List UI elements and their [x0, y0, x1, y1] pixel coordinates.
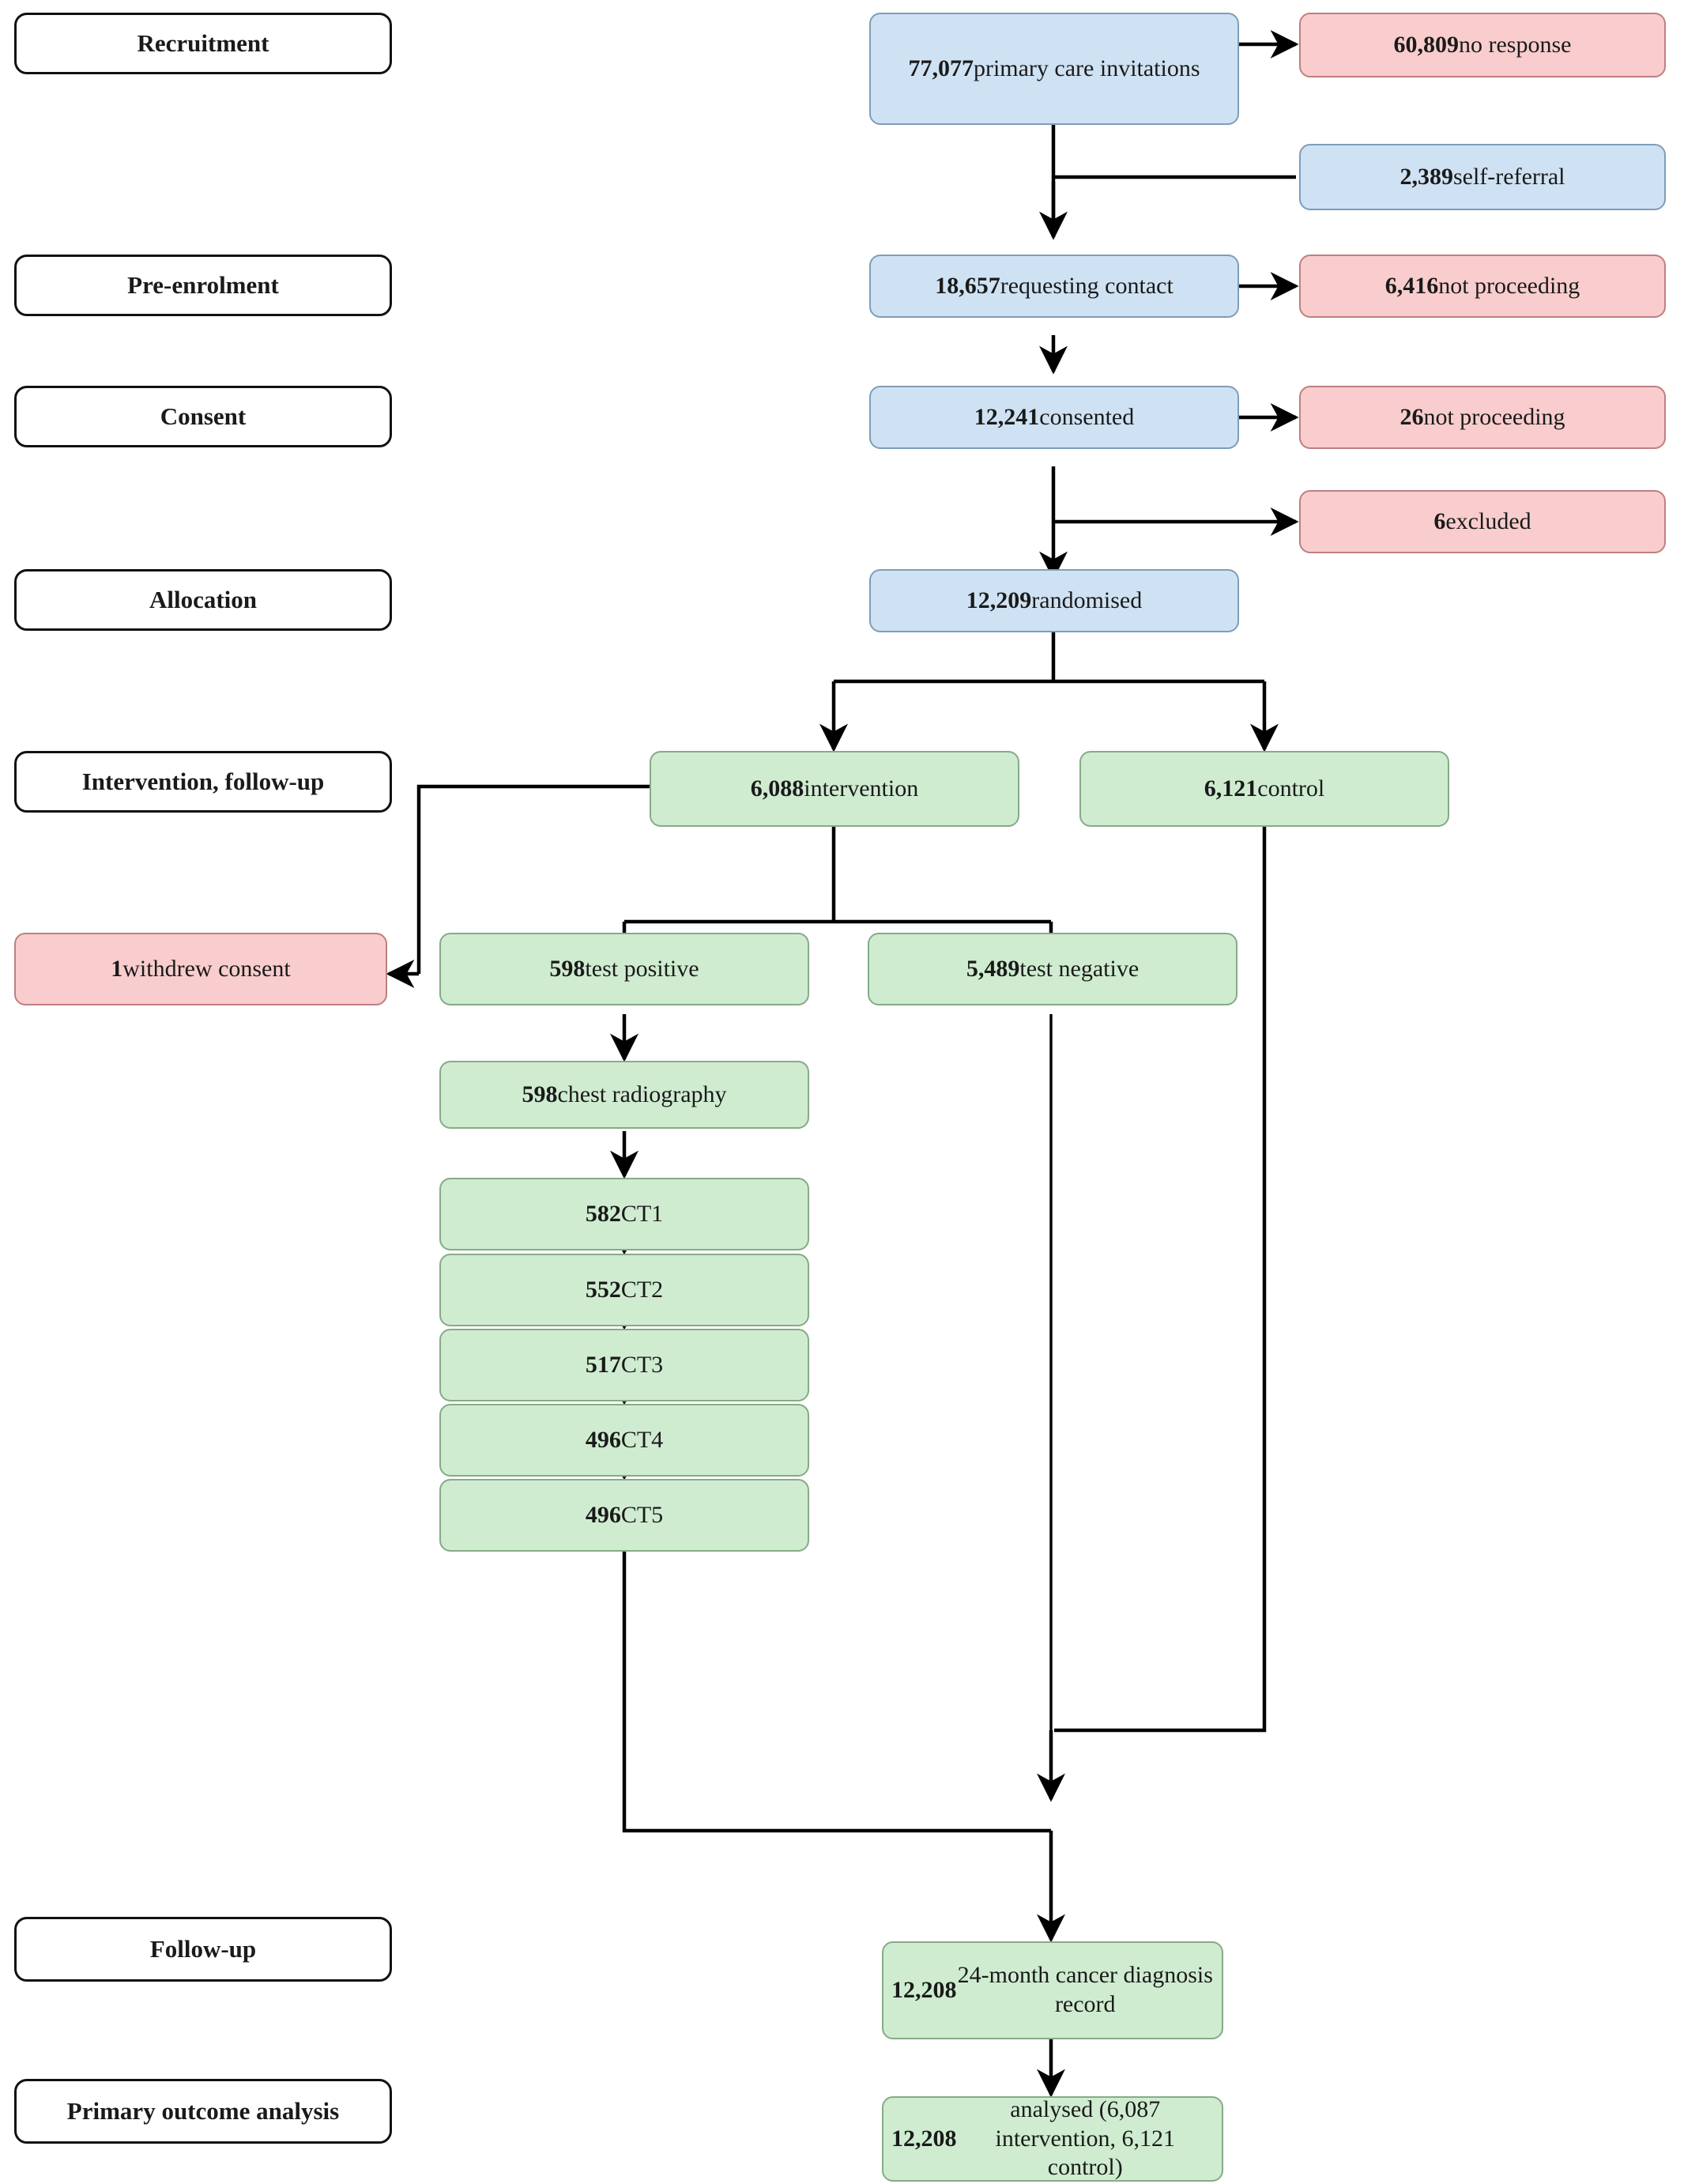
- stage-label-recruitment: Recruitment: [14, 13, 392, 74]
- node-ct2: 552 CT2: [439, 1254, 809, 1326]
- node-count: 6,121: [1204, 775, 1258, 802]
- node-cancer-diagnosis-record: 12,208 24-month cancer diagnosis record: [882, 1941, 1223, 2039]
- node-ct5: 496 CT5: [439, 1479, 809, 1552]
- node-count: 517: [585, 1351, 621, 1378]
- node-control: 6,121 control: [1079, 751, 1449, 827]
- node-chest-radiography: 598 chest radiography: [439, 1061, 809, 1129]
- node-no-response: 60,809 no response: [1299, 13, 1666, 77]
- connector-intervention-to-withdrew-path: [416, 784, 650, 974]
- stage-label-intervention-follow-up: Intervention, follow-up: [14, 751, 392, 813]
- node-not-proceeding-1: 6,416 not proceeding: [1299, 255, 1666, 318]
- node-test-positive: 598 test positive: [439, 933, 809, 1005]
- stage-label-primary-outcome-analysis: Primary outcome analysis: [14, 2079, 392, 2144]
- connector-ct5-merge: [622, 1507, 1051, 1833]
- node-test-negative: 5,489 test negative: [868, 933, 1238, 1005]
- node-analysed: 12,208 analysed (6,087 intervention, 6,1…: [882, 2096, 1223, 2182]
- node-randomised: 12,209 randomised: [869, 569, 1239, 632]
- stage-label-consent: Consent: [14, 386, 392, 447]
- node-requesting-contact: 18,657 requesting contact: [869, 255, 1239, 318]
- node-withdrew-consent: 1 withdrew consent: [14, 933, 387, 1005]
- node-invitations: 77,077 primary care invitations: [869, 13, 1239, 125]
- node-count: 2,389: [1400, 163, 1453, 190]
- node-count: 77,077: [908, 55, 974, 81]
- node-self-referral: 2,389 self-referral: [1299, 144, 1666, 210]
- node-count: 1: [111, 955, 123, 982]
- node-count: 5,489: [966, 955, 1020, 982]
- node-ct1: 582 CT1: [439, 1178, 809, 1250]
- node-count: 598: [549, 955, 586, 982]
- node-count: 496: [585, 1426, 621, 1453]
- node-consented: 12,241 consented: [869, 386, 1239, 449]
- node-count: 6,088: [750, 775, 804, 802]
- node-intervention: 6,088 intervention: [650, 751, 1019, 827]
- node-count: 12,208: [891, 2125, 957, 2152]
- node-excluded: 6 excluded: [1299, 490, 1666, 553]
- node-count: 60,809: [1393, 31, 1460, 58]
- node-count: 552: [585, 1276, 621, 1303]
- node-count: 12,209: [966, 587, 1032, 613]
- node-count: 496: [585, 1501, 621, 1528]
- node-ct3: 517 CT3: [439, 1329, 809, 1401]
- stage-label-pre-enrolment: Pre-enrolment: [14, 255, 392, 316]
- node-count: 6,416: [1384, 272, 1439, 299]
- node-not-proceeding-2: 26 not proceeding: [1299, 386, 1666, 449]
- stage-label-follow-up: Follow-up: [14, 1917, 392, 1982]
- node-count: 598: [522, 1081, 558, 1107]
- node-count: 6: [1433, 507, 1446, 534]
- node-count: 26: [1400, 403, 1424, 430]
- node-count: 582: [585, 1200, 621, 1227]
- node-ct4: 496 CT4: [439, 1404, 809, 1477]
- stage-label-allocation: Allocation: [14, 569, 392, 631]
- node-count: 12,241: [974, 403, 1040, 430]
- node-count: 18,657: [935, 272, 1000, 299]
- node-count: 12,208: [891, 1976, 957, 2003]
- connector-control-merge: [1054, 827, 1267, 1733]
